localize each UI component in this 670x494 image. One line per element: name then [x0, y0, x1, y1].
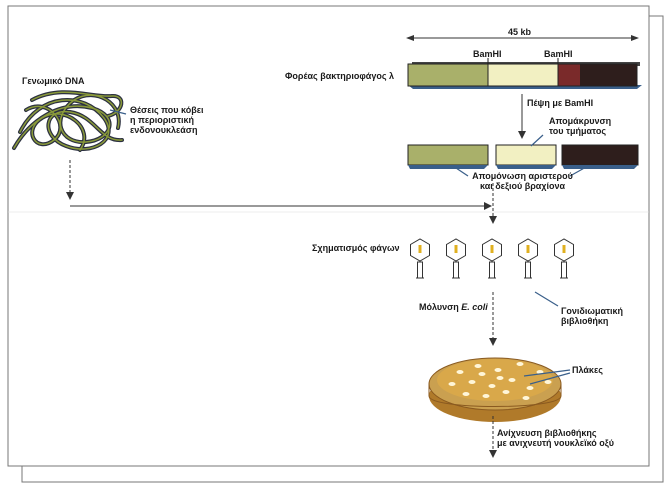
- plaque: [494, 368, 502, 372]
- scale-label: 45 kb: [508, 27, 532, 37]
- phage-particle: [446, 238, 466, 279]
- phage-particles: [410, 238, 574, 279]
- infection-label: Μόλυνση E. coli: [419, 302, 488, 313]
- isolation-label-line1: Απομόνωση αριστερού: [472, 171, 573, 181]
- scale-arrow-right-head: [631, 35, 639, 41]
- plaque: [488, 384, 496, 388]
- removal-label-line1: Απομάκρυνση: [549, 116, 612, 126]
- infection-label-species: E. coli: [461, 302, 488, 312]
- screening-label-line2: με ανιχνευτή νουκλεϊκό οξύ: [497, 438, 615, 448]
- vector-stuffer: [488, 64, 558, 86]
- plaque: [526, 386, 534, 390]
- plaque: [456, 370, 464, 374]
- vector-left-arm: [408, 64, 488, 86]
- digested-fragments: [407, 144, 639, 169]
- plaque: [482, 394, 490, 398]
- digest-label: Πέψη με BamHI: [527, 98, 594, 108]
- cut-sites-pointer: [109, 109, 127, 115]
- plaques-pointer-2: [529, 372, 571, 385]
- cut-sites-label-line1: Θέσεις που κόβει: [130, 105, 204, 115]
- lambda-vector: [407, 58, 642, 89]
- phage-particle: [410, 238, 430, 279]
- vector-right-arm-red: [558, 64, 580, 86]
- library-label-line1: Γονιδιωματική: [561, 306, 624, 316]
- genomic-dna-label: Γενωμικό DNA: [22, 76, 85, 86]
- removal-label-line2: του τμήματος: [549, 126, 607, 136]
- phage-formation-label: Σχηματισμός φάγων: [312, 243, 400, 253]
- infection-label-prefix: Μόλυνση: [419, 302, 462, 312]
- plaque: [544, 380, 552, 384]
- library-label-line2: βιβλιοθήκη: [561, 316, 609, 326]
- cut-sites-label-line3: ενδονουκλεάση: [130, 125, 198, 135]
- bamhi-right-label: BamHI: [544, 49, 573, 59]
- isolation-pointer-left: [452, 165, 469, 177]
- plaque: [448, 382, 456, 386]
- vector-label: Φορέας βακτηριοφάγος λ: [285, 71, 395, 81]
- scale-arrow-left-head: [406, 35, 414, 41]
- plaque: [502, 390, 510, 394]
- phage-particle: [482, 238, 502, 279]
- plaque: [478, 372, 486, 376]
- plaque: [496, 376, 504, 380]
- removal-pointer: [530, 134, 544, 147]
- phage-particle: [554, 238, 574, 279]
- isolation-label-line2: και δεξιού βραχίονα: [479, 181, 566, 191]
- genomic-dna-tangle: [12, 90, 124, 152]
- library-pointer: [534, 291, 559, 307]
- plaque: [474, 364, 482, 368]
- fragment-stuffer: [495, 144, 557, 166]
- petri-dish: [428, 357, 562, 422]
- plaque: [536, 370, 544, 374]
- plaques-label: Πλάκες: [572, 365, 603, 375]
- bamhi-left-label: BamHI: [473, 49, 502, 59]
- fragment-right-arm: [561, 144, 639, 166]
- phage-particle: [518, 238, 538, 279]
- isolation-pointer-right: [569, 165, 589, 177]
- plaque: [468, 380, 476, 384]
- screening-label-line1: Ανίχνευση βιβλιοθήκης: [497, 428, 597, 438]
- plaque: [508, 378, 516, 382]
- digest-arrow-head: [518, 131, 526, 139]
- plaque: [516, 362, 524, 366]
- plaque: [522, 396, 530, 400]
- plaques-pointer-1: [523, 369, 571, 377]
- plaque-dots: [448, 362, 552, 400]
- plaque: [462, 392, 470, 396]
- cut-sites-label-line2: η περιοριστική: [130, 115, 194, 125]
- fragment-left-arm: [407, 144, 489, 166]
